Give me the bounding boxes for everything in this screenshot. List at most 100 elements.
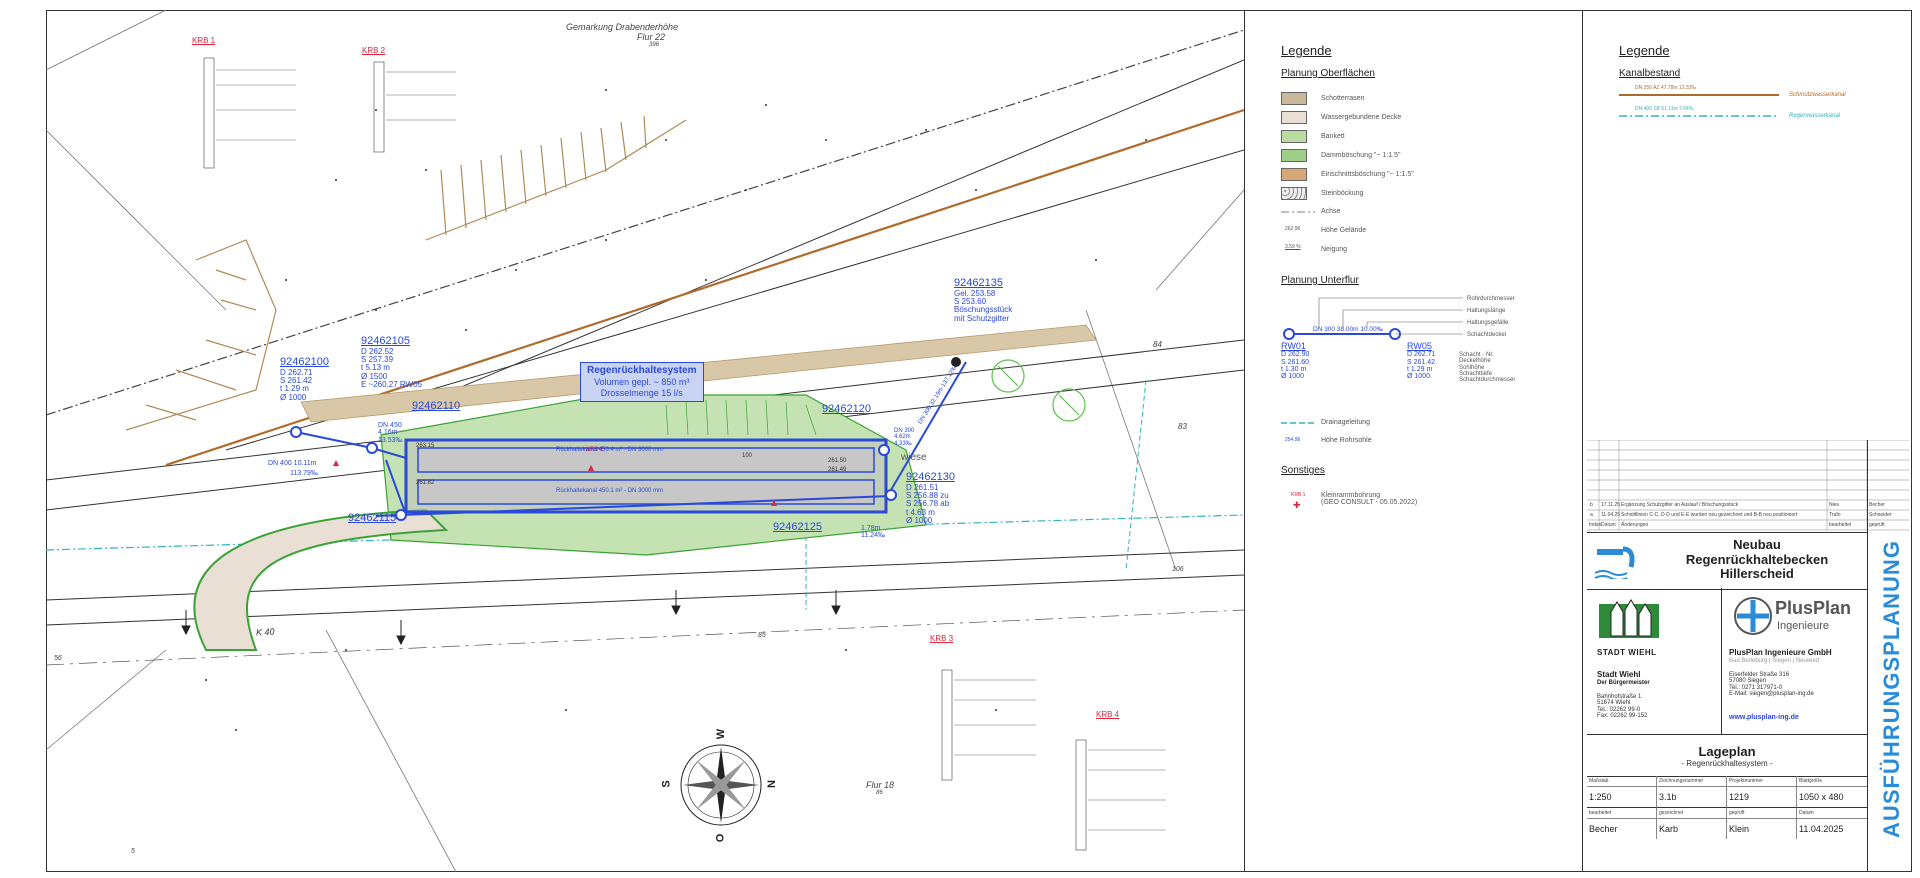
flur-top-number: 396 [649,42,660,48]
borehole-profiles [203,57,1166,851]
rev-head-date: Datum [1601,522,1616,528]
node-line: S 253.60 [954,296,987,306]
basin-value: 100 [742,453,753,459]
rw05-line: t 1.29 m [1407,366,1433,374]
height-sample: 262.96 [1285,226,1301,232]
meta-checked-by: Klein [1727,819,1797,839]
legend-surfaces-heading: Planung Oberflächen [1281,68,1375,79]
profile-rw01: RW01 D 262.90 S 261.60 t 1.30 m Ø 1000 [1281,341,1309,381]
client-logo-text: STADT WIEHL [1597,648,1657,657]
rev-a-date: 11.04.25 [1601,512,1621,518]
pipe-dn300: DN 300 4.62m 4.33‰ [894,428,914,447]
pipe-dn400: DN 400 10.11m [268,460,317,467]
manholes [290,426,897,521]
legend-bankett: Bankett [1321,133,1345,140]
swatch-gravel-lawn [1281,92,1307,105]
meta-label-date: Datum [1797,808,1867,819]
node-id: 92462135 [954,277,1003,289]
map-canvas [46,10,1244,872]
node-line: Gel. 253.58 [954,288,996,298]
pipe-line: 4.16m [378,429,398,437]
node-92462125: 92462125 [773,521,822,533]
axis-symbol [1281,211,1315,213]
tank-2-label: Rückhaltekanal 450.1 m² - DN 3000 mm [556,488,664,494]
legend-misc-heading: Sonstiges [1281,465,1325,476]
node-line: Ø 1000 [906,516,933,526]
profile-gradient: Haltungsgefälle [1467,320,1509,326]
node-92462135: 92462135 Gel. 253.58 S 253.60 Böschungss… [954,277,1012,323]
pipe-line: 4.62m [894,434,911,441]
profile-diameter: Rohrdurchmesser [1467,296,1515,302]
engineer-website[interactable]: www.plusplan-ing.de [1729,714,1799,721]
outfall-marker [951,357,961,367]
krb-map-mark: KRB 2 [586,447,604,453]
node-line: S 257.39 [361,354,394,364]
parcel-85: 85 [758,632,766,639]
cut-slope-hatch [125,115,687,431]
legend-dam-slope: Dammböschung "~ 1:1.5" [1321,152,1401,159]
legend-sewer-stock: Legende Kanalbestand DN 250 AZ 47.78m 12… [1582,10,1912,440]
plan-subtitle: - Regenrückhaltesystem - [1681,759,1773,768]
node-92462110: 92462110 [412,400,461,412]
rw01-line: t 1.30 m [1281,366,1307,374]
level-a: 261.50 [828,458,847,464]
rev-head-index: Index [1589,522,1602,528]
flur-top-text: Flur 22 [637,32,666,42]
node-id: 92462100 [280,356,329,368]
legend-surfaces: Legende Planung Oberflächen Schotterrase… [1244,10,1582,872]
plusplan-logo-sub: Ingenieure [1777,620,1829,632]
pipe-line: 1.78m [861,525,881,532]
rw01-id: RW01 [1281,341,1306,351]
storm-name: Regenwasserkanal [1789,113,1841,119]
flur-bottom-label: Flur 18 86 [866,780,894,796]
node-line: Ø 1000 [280,392,307,402]
meadow-label: wiese [901,452,927,463]
client-addr-line: Tel.: 02262 99-0 [1597,706,1641,713]
rev-a-text: Schnittlinien C-C, D-D und E-E wurden ne… [1621,512,1798,518]
retention-tank-1 [417,447,875,473]
legend-water-bound: Wassergebundene Decke [1321,114,1402,121]
storm-symbol [1619,115,1779,117]
node-line: D 262.71 [280,367,313,377]
road-name: K 40 [255,626,275,638]
meta-project-no: 1219 [1727,787,1797,808]
krb-2-label: KRB 2 [362,46,386,55]
rev-head-changes: Änderungen [1621,522,1649,528]
client-address: Bahnhofstraße 1 51674 Wiehl Tel.: 02262 … [1597,694,1647,719]
rev-a-check: Schneider [1869,512,1892,518]
slope-sample: 3.59 % [1285,244,1301,250]
sewer-sample-label: DN 250 AZ 47.78m 12.33‰ [1635,85,1697,91]
legend-gravel-lawn: Schotterrasen [1321,95,1365,102]
swatch-dam-slope [1281,149,1307,162]
key-invert-height: Sohlhöhe [1459,364,1485,371]
access-path [193,508,449,651]
node-line: S 261.42 [280,375,313,385]
meta-editor: Becher [1587,819,1657,839]
level-d: 261.82 [416,480,435,486]
pipe-line: 13.53‰ [378,436,403,444]
profile-rw05: RW05 D 262.71 S 261.42 t 1.29 m Ø 1000 [1407,341,1435,381]
node-line: Ø 1500 [361,371,388,381]
krb-3-label: KRB 3 [930,634,954,643]
key-shaft-depth: Schachttiefe [1459,370,1493,377]
pipe-line: DN 450 [378,422,402,429]
fence-line [46,29,1244,416]
krb-markers [333,460,777,506]
legend2-title: Legende [1619,43,1670,58]
meta-drawing-no: 3.1b [1657,787,1727,808]
legend-cut-slope: Einschnittsböschung "~ 1:1.5" [1321,171,1414,178]
krb-4-label: KRB 4 [1096,710,1120,719]
storm-sample-label: DN 400 SB 51.11m 7.04‰ [1635,106,1694,112]
rev-b-date: 17.11.25 [1601,502,1621,508]
revision-grid [1587,440,1909,531]
compass-w: W [715,728,728,740]
legend-stone: Steinböckung [1321,190,1364,197]
node-92462120: 92462120 [822,403,871,415]
profile-cover: Schachtdeckel [1467,332,1507,338]
system-title: Regenrückhaltesystem [587,365,697,376]
embankment-hatch [665,399,817,436]
execution-stamp: AUSFÜHRUNGSPLANUNG [1879,540,1904,838]
client-name: Stadt Wiehl [1597,670,1641,679]
key-cover-height: Deckelhöhe [1459,358,1491,365]
node-line: t 4.63 m [906,507,935,517]
